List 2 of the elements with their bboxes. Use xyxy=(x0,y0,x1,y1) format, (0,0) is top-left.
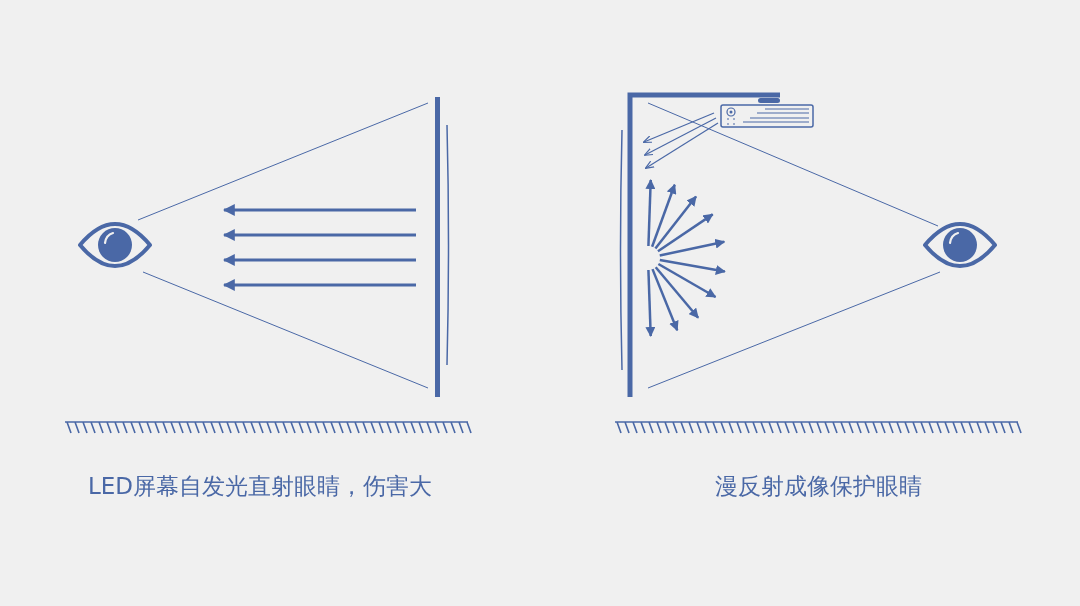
caption-text: 漫反射成像保护眼睛 xyxy=(714,472,922,501)
caption-text: LED屏幕自发光直射眼睛，伤害大 xyxy=(87,472,433,501)
